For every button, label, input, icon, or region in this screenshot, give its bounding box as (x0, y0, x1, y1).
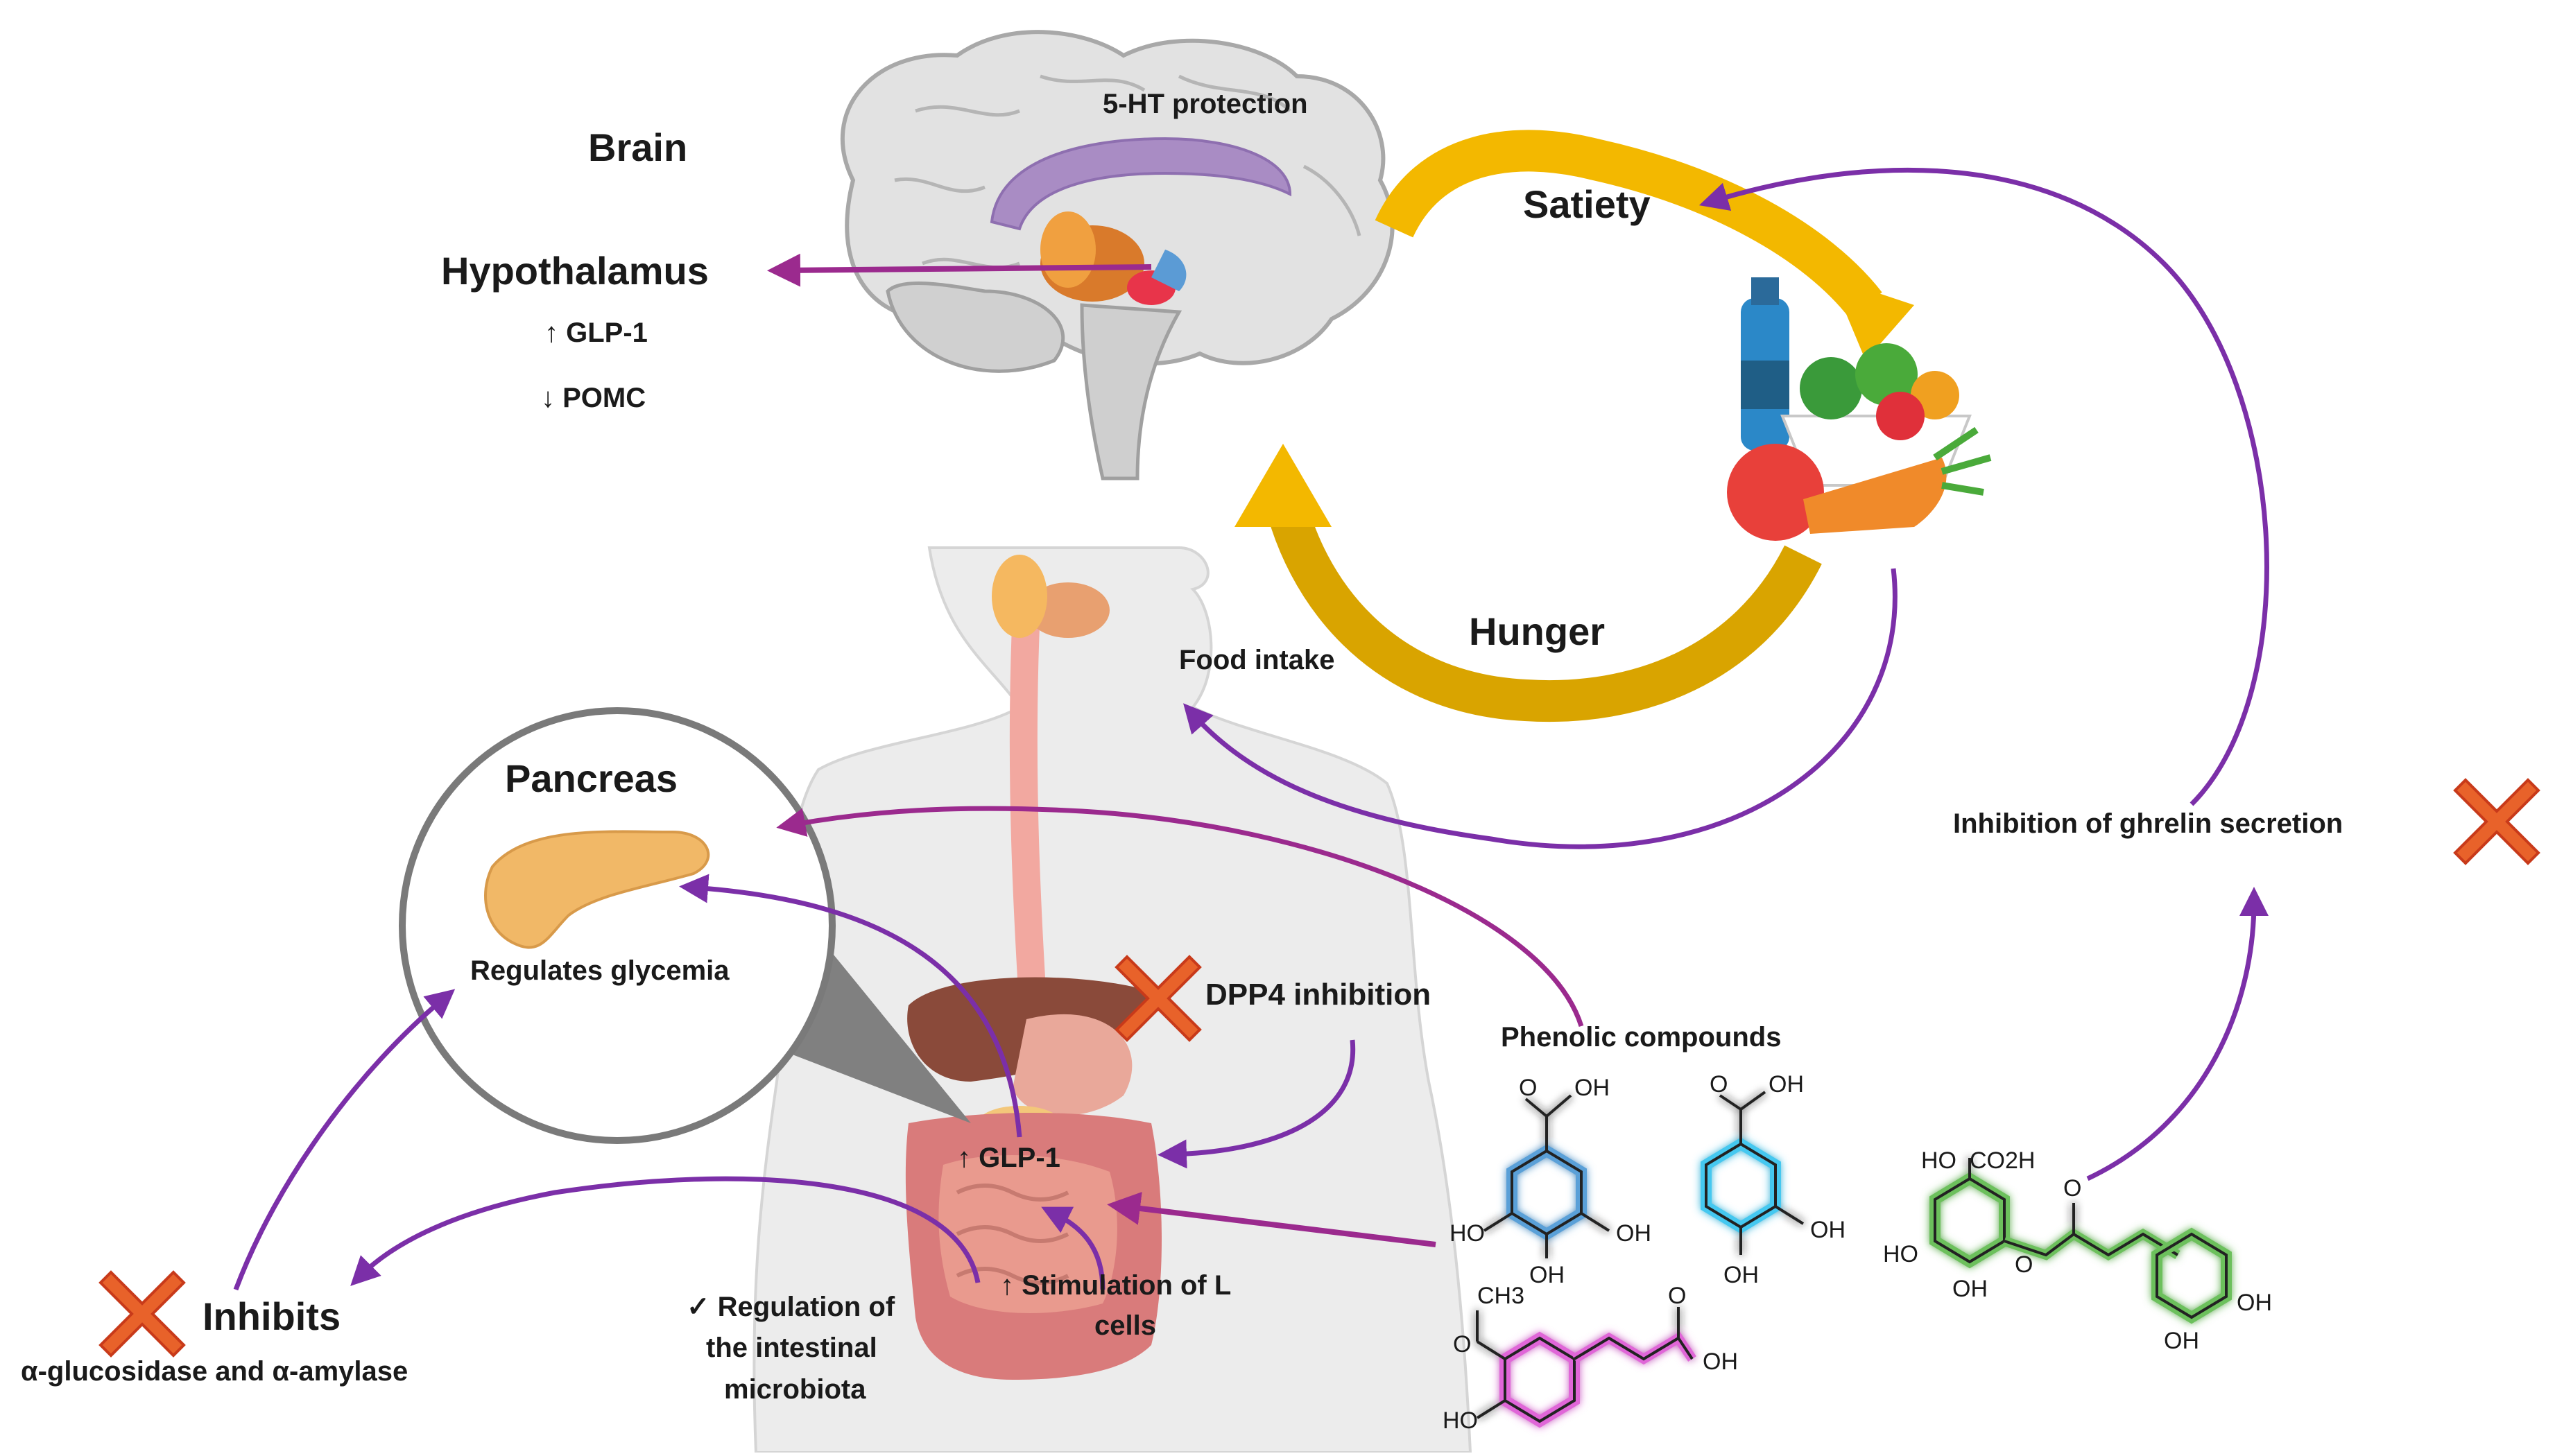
chloro-ho2-label: HO (1883, 1241, 1918, 1267)
proto-o-label: O (1710, 1071, 1728, 1098)
proto-oh2-label: OH (1810, 1217, 1846, 1243)
proto-oh3-label: OH (1723, 1262, 1759, 1288)
satiety-label: Satiety (1523, 182, 1651, 226)
pomc-label: ↓ POMC (541, 383, 646, 413)
brain-illustration (840, 30, 1395, 480)
chloro-oh-label: OH (1952, 1276, 1988, 1302)
ferulic-ch3-label: CH3 (1477, 1283, 1524, 1309)
gut-glp1-label: ↑ GLP-1 (957, 1143, 1060, 1173)
hunger-satiety-cycle (1235, 130, 1914, 722)
ferulic-acid-structure (1476, 1307, 1696, 1428)
microbiota-label-1: ✓ Regulation of (687, 1292, 895, 1322)
hunger-label: Hunger (1469, 609, 1605, 653)
gallic-oh2-label: OH (1616, 1220, 1651, 1247)
cross-icon (1115, 955, 1202, 1042)
pancreas-label: Pancreas (505, 756, 678, 800)
ghrelin-inhibition-label: Inhibition of ghrelin secretion (1953, 808, 2343, 839)
stimulation-l-cells-label-1: ↑ Stimulation of L (1000, 1270, 1232, 1301)
ferulic-o-label: O (1453, 1331, 1471, 1358)
chloro-o2-label: O (2015, 1251, 2033, 1278)
chlorogenic-to-ghrelin-arrow (2086, 887, 2269, 1181)
protocatechuic-acid-structure (1701, 1091, 1805, 1255)
ferulic-o2-label: O (1668, 1283, 1686, 1309)
hypothalamus-arrow (767, 253, 1152, 287)
ferulic-ho-label: HO (1443, 1407, 1478, 1434)
dpp4-inhibition-label: DPP4 inhibition (1205, 978, 1431, 1012)
5ht-protection-label: 5-HT protection (1103, 89, 1308, 119)
gallic-o-label: O (1519, 1075, 1537, 1101)
chloro-oh2-label: OH (2237, 1290, 2272, 1316)
chloro-co2h-label: CO2H (1970, 1147, 2035, 1174)
cross-icon (2453, 778, 2540, 865)
hypothalamus-glp1-label: ↑ GLP-1 (544, 318, 648, 348)
inhibits-label: Inhibits (203, 1294, 341, 1338)
regulates-glycemia-label: Regulates glycemia (470, 955, 730, 986)
food-illustration (1727, 277, 1992, 541)
l-cells-arrow (1041, 1206, 1106, 1290)
gut-to-inhibits-arrow (350, 1176, 981, 1286)
chlorogenic-acid-structure (1929, 1158, 2232, 1324)
chloro-ho-label: HO (1921, 1147, 1956, 1174)
cross-icon (98, 1270, 186, 1358)
ghrelin-to-satiety-arrow (1698, 167, 2269, 806)
food-intake-label: Food intake (1179, 645, 1335, 675)
proto-oh-label: OH (1769, 1071, 1804, 1098)
dpp4-arrow (1158, 1039, 1356, 1169)
food-intake-arrow (1183, 568, 1898, 849)
phenolic-compounds-label: Phenolic compounds (1501, 1022, 1782, 1052)
chloro-oh3-label: OH (2164, 1328, 2199, 1354)
stimulation-l-cells-label-2: cells (1094, 1310, 1156, 1341)
chloro-o-label: O (2063, 1175, 2081, 1202)
gallic-acid-structure (1483, 1094, 1610, 1258)
hypothalamus-label: Hypothalamus (441, 249, 709, 293)
pancreas-callout (399, 707, 971, 1144)
microbiota-label-2: the intestinal (706, 1333, 877, 1363)
glp1-to-pancreas-arrow (679, 874, 1022, 1138)
phenolic-to-gut-arrow (1107, 1192, 1436, 1247)
phenolic-to-pancreas-arrow (776, 806, 1584, 1028)
ferulic-oh-label: OH (1703, 1349, 1738, 1375)
enzymes-label: α-glucosidase and α-amylase (21, 1356, 408, 1387)
gallic-ho-label: HO (1449, 1220, 1485, 1247)
microbiota-label-3: microbiota (724, 1374, 866, 1405)
brain-label: Brain (588, 125, 688, 169)
gallic-oh3-label: OH (1529, 1262, 1565, 1288)
gallic-oh-label: OH (1574, 1075, 1610, 1101)
inhibits-to-pancreas-arrow (233, 989, 456, 1291)
